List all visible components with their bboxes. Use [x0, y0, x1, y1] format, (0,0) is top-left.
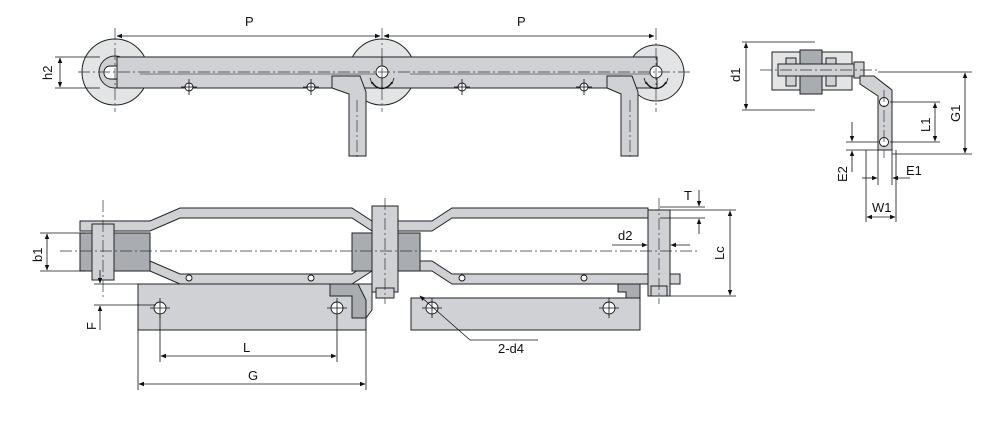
label-g1: G1 — [948, 105, 963, 122]
label-d1: d1 — [728, 68, 743, 82]
top-view: P P h2 — [40, 14, 690, 160]
top-view-holes — [181, 79, 592, 95]
d4-leader — [419, 295, 471, 341]
bottom-view: b1 F L G 2-d4 T d2 Lc — [30, 188, 736, 390]
label-p-right: P — [517, 14, 526, 29]
lower-link-plates — [79, 260, 681, 285]
right-plate-bend — [617, 283, 641, 299]
label-t: T — [684, 188, 692, 203]
left-roller-plan — [79, 232, 151, 272]
right-attachment-bracket — [606, 75, 639, 157]
left-attachment-bracket — [331, 75, 367, 157]
right-link-bar — [381, 56, 658, 89]
label-e2: E2 — [835, 166, 850, 182]
label-g: G — [248, 368, 258, 383]
label-l: L — [243, 340, 250, 355]
label-lc: Lc — [712, 246, 727, 260]
label-f: F — [84, 322, 99, 330]
end-view: d1 G1 L1 E2 E1 W1 — [728, 41, 972, 222]
label-p-left: P — [245, 14, 254, 29]
label-d2: d2 — [618, 228, 632, 243]
label-e1: E1 — [906, 163, 922, 178]
upper-link-plates — [79, 207, 649, 232]
left-plate-bend — [329, 283, 367, 319]
label-w1: W1 — [872, 200, 892, 215]
label-l1: L1 — [918, 118, 933, 132]
label-h2: h2 — [40, 66, 55, 80]
right-attachment-plate — [410, 297, 641, 331]
label-d4: 2-d4 — [498, 341, 524, 356]
bottom-view-holes — [150, 274, 619, 318]
label-b1: b1 — [30, 248, 45, 262]
